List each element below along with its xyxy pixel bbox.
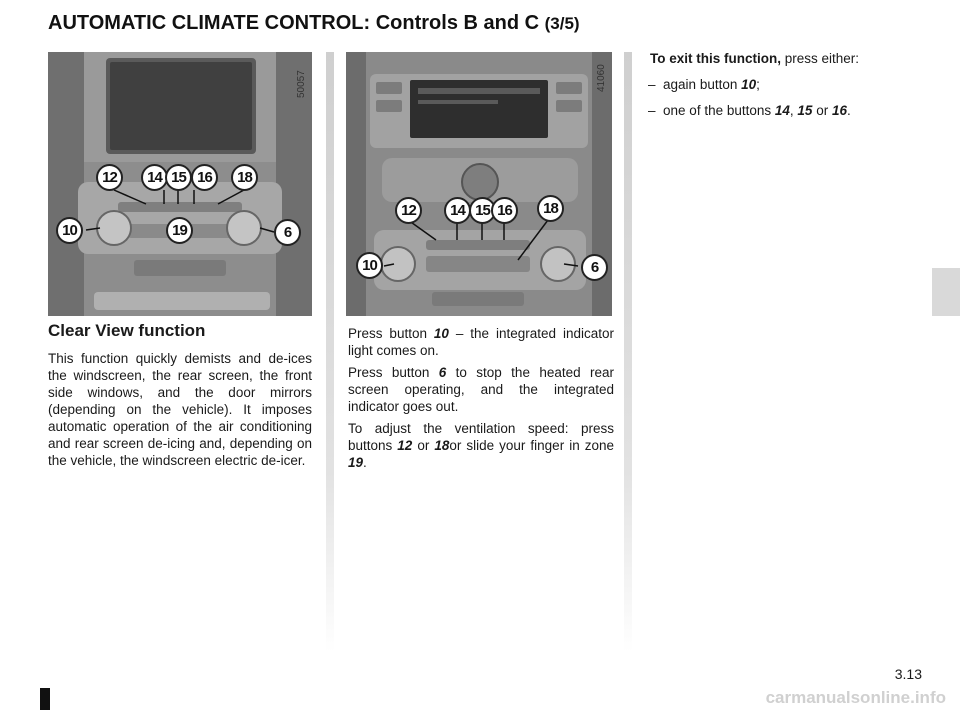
list-dash: – <box>648 103 656 118</box>
text: Press button <box>348 365 439 380</box>
button-ref: 12 <box>397 438 413 453</box>
control-b-illustration <box>48 52 312 316</box>
page-title: AUTOMATIC CLIMATE CONTROL: Controls B an… <box>48 12 580 35</box>
section-heading: Clear View function <box>48 321 206 340</box>
exit-intro-bold: To exit this function, <box>650 51 781 66</box>
callout-6: 6 <box>581 254 608 281</box>
button-ref: 15 <box>797 103 813 118</box>
text: Press button <box>348 326 434 341</box>
callout-16: 16 <box>191 164 218 191</box>
exit-option-1: – again button 10; <box>648 76 760 93</box>
instruction-press-6: Press button 6 to stop the heated rear s… <box>348 364 614 415</box>
text: , <box>789 103 798 118</box>
text: ; <box>756 77 760 92</box>
control-c-photo: 41060 12 14 15 16 18 10 6 <box>346 52 612 316</box>
instruction-press-10: Press button 10 – the integrated indicat… <box>348 325 614 359</box>
text: . <box>847 103 851 118</box>
callout-15: 15 <box>165 164 192 191</box>
callout-19: 19 <box>166 217 193 244</box>
zone-ref: 19 <box>348 455 364 470</box>
page-edge-marker <box>40 688 50 710</box>
control-c-illustration <box>346 52 612 316</box>
exit-intro-rest: press either: <box>781 51 860 66</box>
callout-10: 10 <box>56 217 83 244</box>
text: – the integrated indicator light comes o… <box>348 326 614 358</box>
control-b-photo: 50057 12 14 15 16 18 10 19 6 <box>48 52 312 316</box>
page-number: 3.13 <box>894 666 922 682</box>
text: or <box>412 438 435 453</box>
text: . <box>363 455 367 470</box>
text: to stop the heated rear screen operating… <box>348 365 614 414</box>
column-separator-right <box>624 52 632 652</box>
button-ref: 18 <box>434 438 450 453</box>
callout-16: 16 <box>491 197 518 224</box>
figure-ref-number: 50057 <box>296 70 307 98</box>
callout-18: 18 <box>537 195 564 222</box>
column-separator-left <box>326 52 334 652</box>
text: again button <box>663 77 742 92</box>
instruction-ventilation-speed: To adjust the ventilation speed: press b… <box>348 420 614 471</box>
clear-view-description: This function quickly demists and de-ice… <box>48 351 312 468</box>
callout-18: 18 <box>231 164 258 191</box>
callout-6: 6 <box>274 219 301 246</box>
callout-10: 10 <box>356 252 383 279</box>
text: or <box>812 103 832 118</box>
section-tab <box>932 268 960 316</box>
button-ref: 16 <box>831 103 847 118</box>
title-text: AUTOMATIC CLIMATE CONTROL: Controls B an… <box>48 12 540 34</box>
button-ref: 10 <box>741 77 757 92</box>
button-ref: 6 <box>438 365 447 380</box>
button-ref: 14 <box>774 103 790 118</box>
callout-14: 14 <box>141 164 168 191</box>
text: To adjust the ventilation speed: press b… <box>348 421 614 453</box>
figure-ref-number: 41060 <box>596 64 607 92</box>
exit-intro: To exit this function, press either: <box>650 50 859 67</box>
callout-14: 14 <box>444 197 471 224</box>
callout-12: 12 <box>96 164 123 191</box>
list-dash: – <box>648 77 656 92</box>
exit-option-2: – one of the buttons 14, 15 or 16. <box>648 102 851 119</box>
text: or slide your finger in zone <box>449 438 614 453</box>
text: one of the buttons <box>663 103 775 118</box>
button-ref: 10 <box>433 326 449 341</box>
watermark-site: carmanualsonline.info <box>765 688 946 707</box>
callout-12: 12 <box>395 197 422 224</box>
title-part: (3/5) <box>544 14 580 33</box>
